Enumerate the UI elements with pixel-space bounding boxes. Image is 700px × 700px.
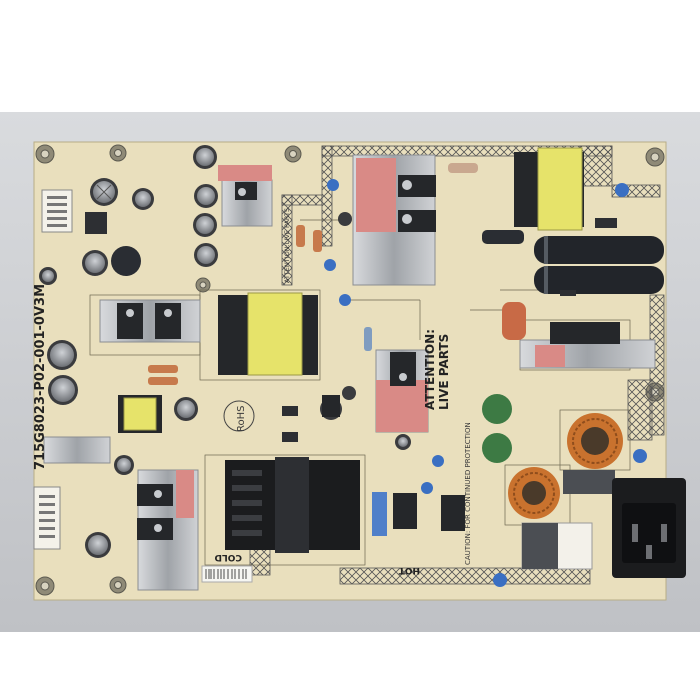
- fuse-holder: [563, 470, 615, 494]
- warning-label-line1: ATTENTION:: [423, 329, 437, 410]
- transformer-main: [218, 292, 318, 376]
- capacitor: [174, 397, 198, 421]
- capacitor: [111, 246, 141, 276]
- heatsink-center: [375, 349, 429, 433]
- capacitor: [193, 145, 217, 169]
- capacitor: [395, 434, 411, 450]
- resistors: [148, 163, 478, 385]
- heatsink-top-center: [352, 154, 436, 286]
- common-mode-choke-2: [508, 467, 560, 519]
- capacitor: [132, 188, 154, 210]
- capacitor: [82, 250, 108, 276]
- heatsink-top-small: [218, 165, 273, 227]
- rohs-circle: [223, 400, 255, 432]
- capacitor: [39, 267, 57, 285]
- warning-label-line2: LIVE PARTS: [437, 334, 451, 410]
- isolation-border: [249, 145, 665, 585]
- rohs-mark: RoHS: [236, 406, 247, 432]
- cold-marker: COLD: [215, 552, 242, 562]
- bulk-capacitors: [482, 230, 664, 294]
- board-part-number: 715G8023-P02-001-0V3M: [33, 284, 48, 470]
- capacitor: [85, 532, 111, 558]
- live-parts-border-text: ATTENTION:LIVE PARTS: [283, 208, 291, 283]
- capacitor: [194, 184, 218, 208]
- capacitor: [114, 455, 134, 475]
- caution-text: CAUTION: FOR CONTINUED PROTECTION: [464, 422, 472, 565]
- common-mode-choke-1: [567, 413, 623, 469]
- hot-marker: HOT: [398, 565, 420, 575]
- electrolytic-capacitors: [39, 145, 411, 558]
- capacitor: [342, 386, 356, 400]
- smd-components: [85, 212, 617, 442]
- x-capacitors: [372, 302, 526, 536]
- capacitor: [47, 340, 77, 370]
- barcode-sticker: [201, 565, 253, 583]
- capacitor: [193, 213, 217, 237]
- heatsink-left: [99, 299, 201, 343]
- pfc-inductor: [225, 457, 360, 553]
- connector-top-left: [41, 189, 73, 233]
- ac-inlet: [612, 478, 686, 578]
- capacitor: [194, 243, 218, 267]
- white-connector-right: [521, 522, 593, 570]
- transformer-small: [118, 395, 162, 433]
- heatsink-right: [519, 322, 656, 369]
- heatsink-small-left: [43, 436, 111, 464]
- capacitor: [338, 212, 352, 226]
- power-devices-bottom: [322, 395, 465, 531]
- transformer-top-right: [514, 147, 584, 231]
- y-capacitors: [324, 179, 647, 587]
- capacitor: [48, 375, 78, 405]
- connector-bottom-left: [33, 486, 61, 550]
- capacitor: [90, 178, 118, 206]
- heatsink-bottom-left: [137, 469, 199, 591]
